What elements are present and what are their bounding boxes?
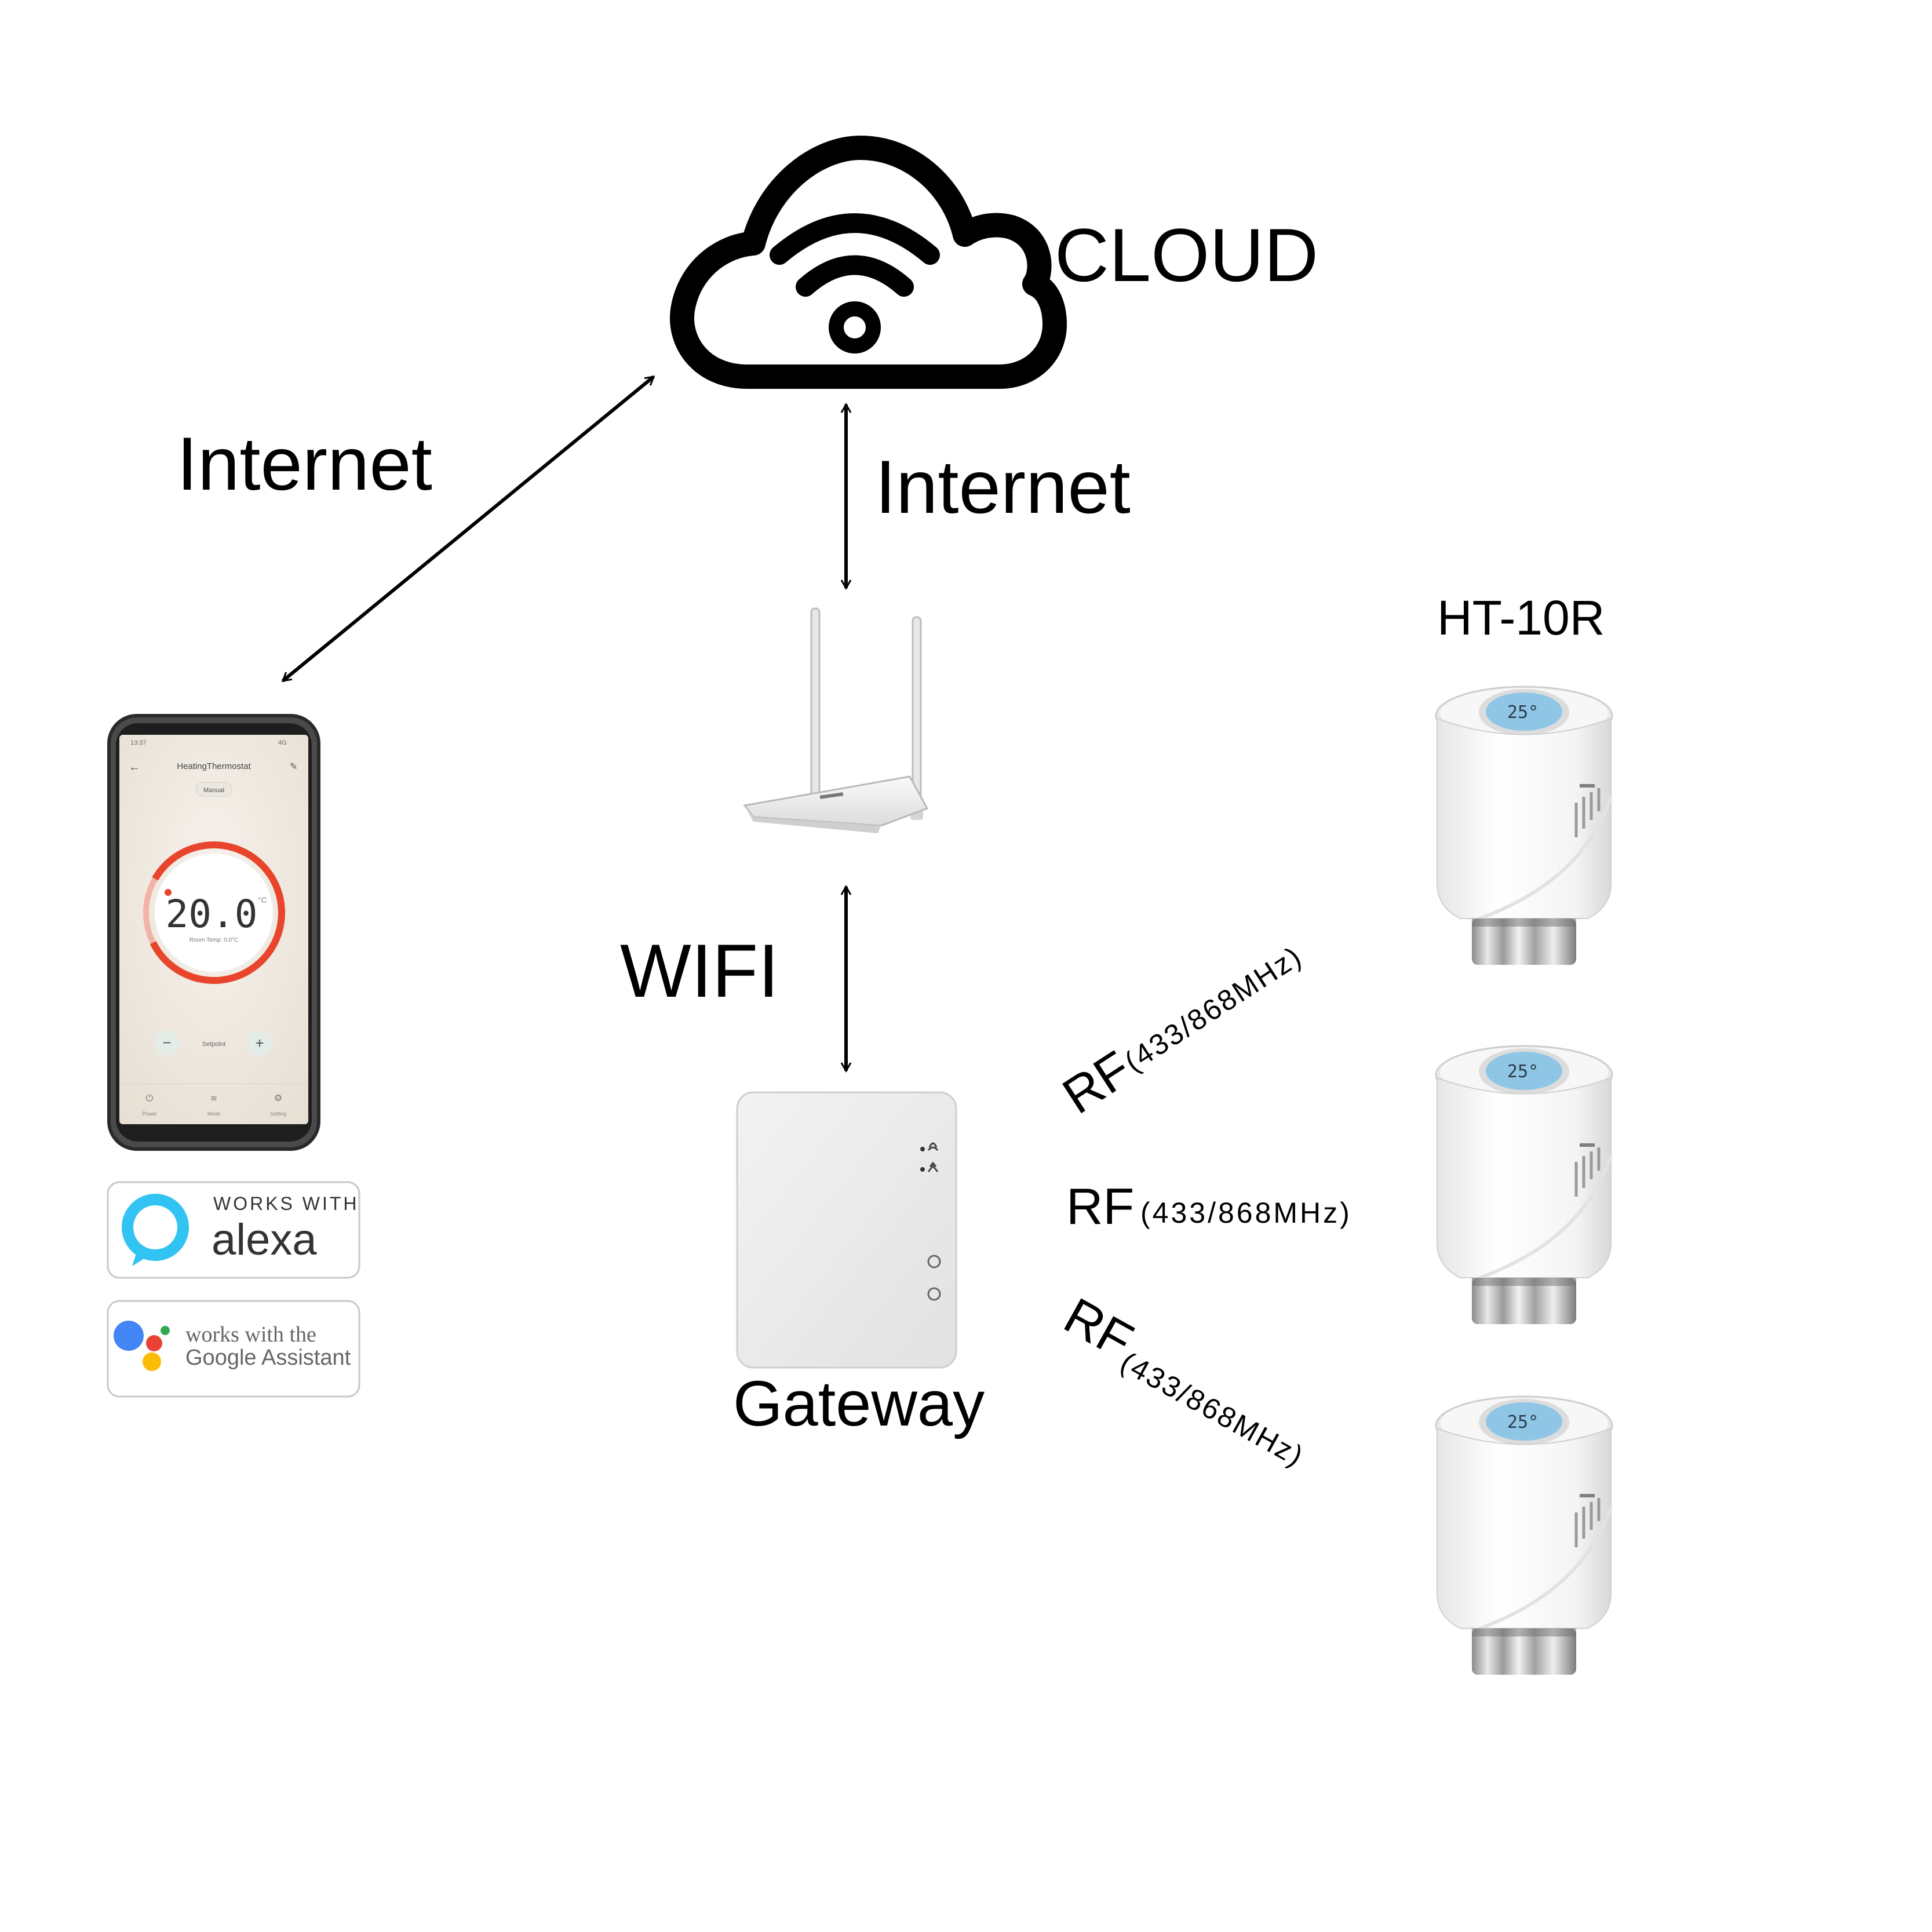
back-arrow-icon[interactable]: ← <box>129 761 140 774</box>
mode-icon[interactable]: ≋ <box>210 1093 217 1103</box>
increase-button[interactable] <box>247 1030 272 1056</box>
thermostat-ht-10r-1 <box>1436 687 1612 965</box>
temperature-unit: °C <box>258 895 267 905</box>
temperature-value: 20.0 <box>166 892 258 936</box>
internet-arrow-phone-cloud <box>281 375 655 683</box>
cloud-icon <box>670 136 1067 389</box>
power-icon[interactable]: ⏻ <box>146 1093 154 1103</box>
internet-label-center: Internet <box>875 444 1131 529</box>
rf-label-bottom: RF (433/868MHz) <box>1055 1286 1310 1473</box>
internet-label-left: Internet <box>177 421 432 506</box>
model-label: HT-10R <box>1437 590 1605 645</box>
google-assistant-wordmark: Google Assistant <box>185 1346 351 1370</box>
cloud-label: CLOUD <box>1055 213 1318 297</box>
alexa-works-with: WORKS WITH <box>213 1193 359 1214</box>
rf-middle-freq: (433/868MHz) <box>1140 1197 1352 1229</box>
rf-top-freq: (433/868MHz) <box>1119 939 1308 1078</box>
dial-face <box>155 854 273 972</box>
wifi-label: WIFI <box>620 928 779 1013</box>
rf-label-middle: RF (433/868MHz) <box>1066 1178 1352 1235</box>
decrease-label: − <box>162 1034 171 1051</box>
alexa-badge: WORKS WITH alexa <box>107 1181 360 1279</box>
rf-middle-text: RF <box>1066 1178 1134 1235</box>
rf-bottom-freq: (433/868MHz) <box>1116 1346 1310 1473</box>
alexa-wordmark: alexa <box>212 1215 317 1264</box>
nav-power-label: Power <box>142 1111 157 1117</box>
nav-mode-label: Mode <box>207 1111 221 1117</box>
room-temp-text: Room Temp: 0.0°C <box>189 937 238 943</box>
google-assistant-icon <box>114 1321 170 1371</box>
edit-icon[interactable]: ✎ <box>290 762 297 772</box>
rf-label-top: RF (433/868MHz) <box>1052 939 1308 1125</box>
google-works-with: works with the <box>185 1322 316 1347</box>
gateway-label: Gateway <box>733 1368 985 1439</box>
nav-setting-label: Setting <box>270 1111 286 1117</box>
mode-pill[interactable] <box>195 782 232 797</box>
thermostat-ht-10r-2 <box>1436 1046 1612 1324</box>
mode-pill-label: Manual <box>203 787 224 794</box>
temperature-dial[interactable] <box>121 820 307 1005</box>
router-image <box>743 607 929 833</box>
smartphone: 13:37 4G ← HeatingThermostat ✎ Manual 20… <box>107 714 320 1151</box>
increase-label: + <box>255 1034 264 1052</box>
gateway-device <box>736 1091 957 1369</box>
decrease-button[interactable] <box>154 1030 180 1056</box>
thermostat-ht-10r-3 <box>1436 1397 1612 1675</box>
setting-icon[interactable]: ⚙ <box>274 1093 282 1103</box>
setpoint-label: Setpoint <box>202 1041 225 1048</box>
phone-app-title: HeatingThermostat <box>177 761 251 771</box>
phone-status-icons: 4G <box>278 739 287 746</box>
dial-handle[interactable] <box>165 889 172 896</box>
google-assistant-badge: works with the Google Assistant <box>107 1300 360 1398</box>
phone-status-time: 13:37 <box>130 739 147 746</box>
